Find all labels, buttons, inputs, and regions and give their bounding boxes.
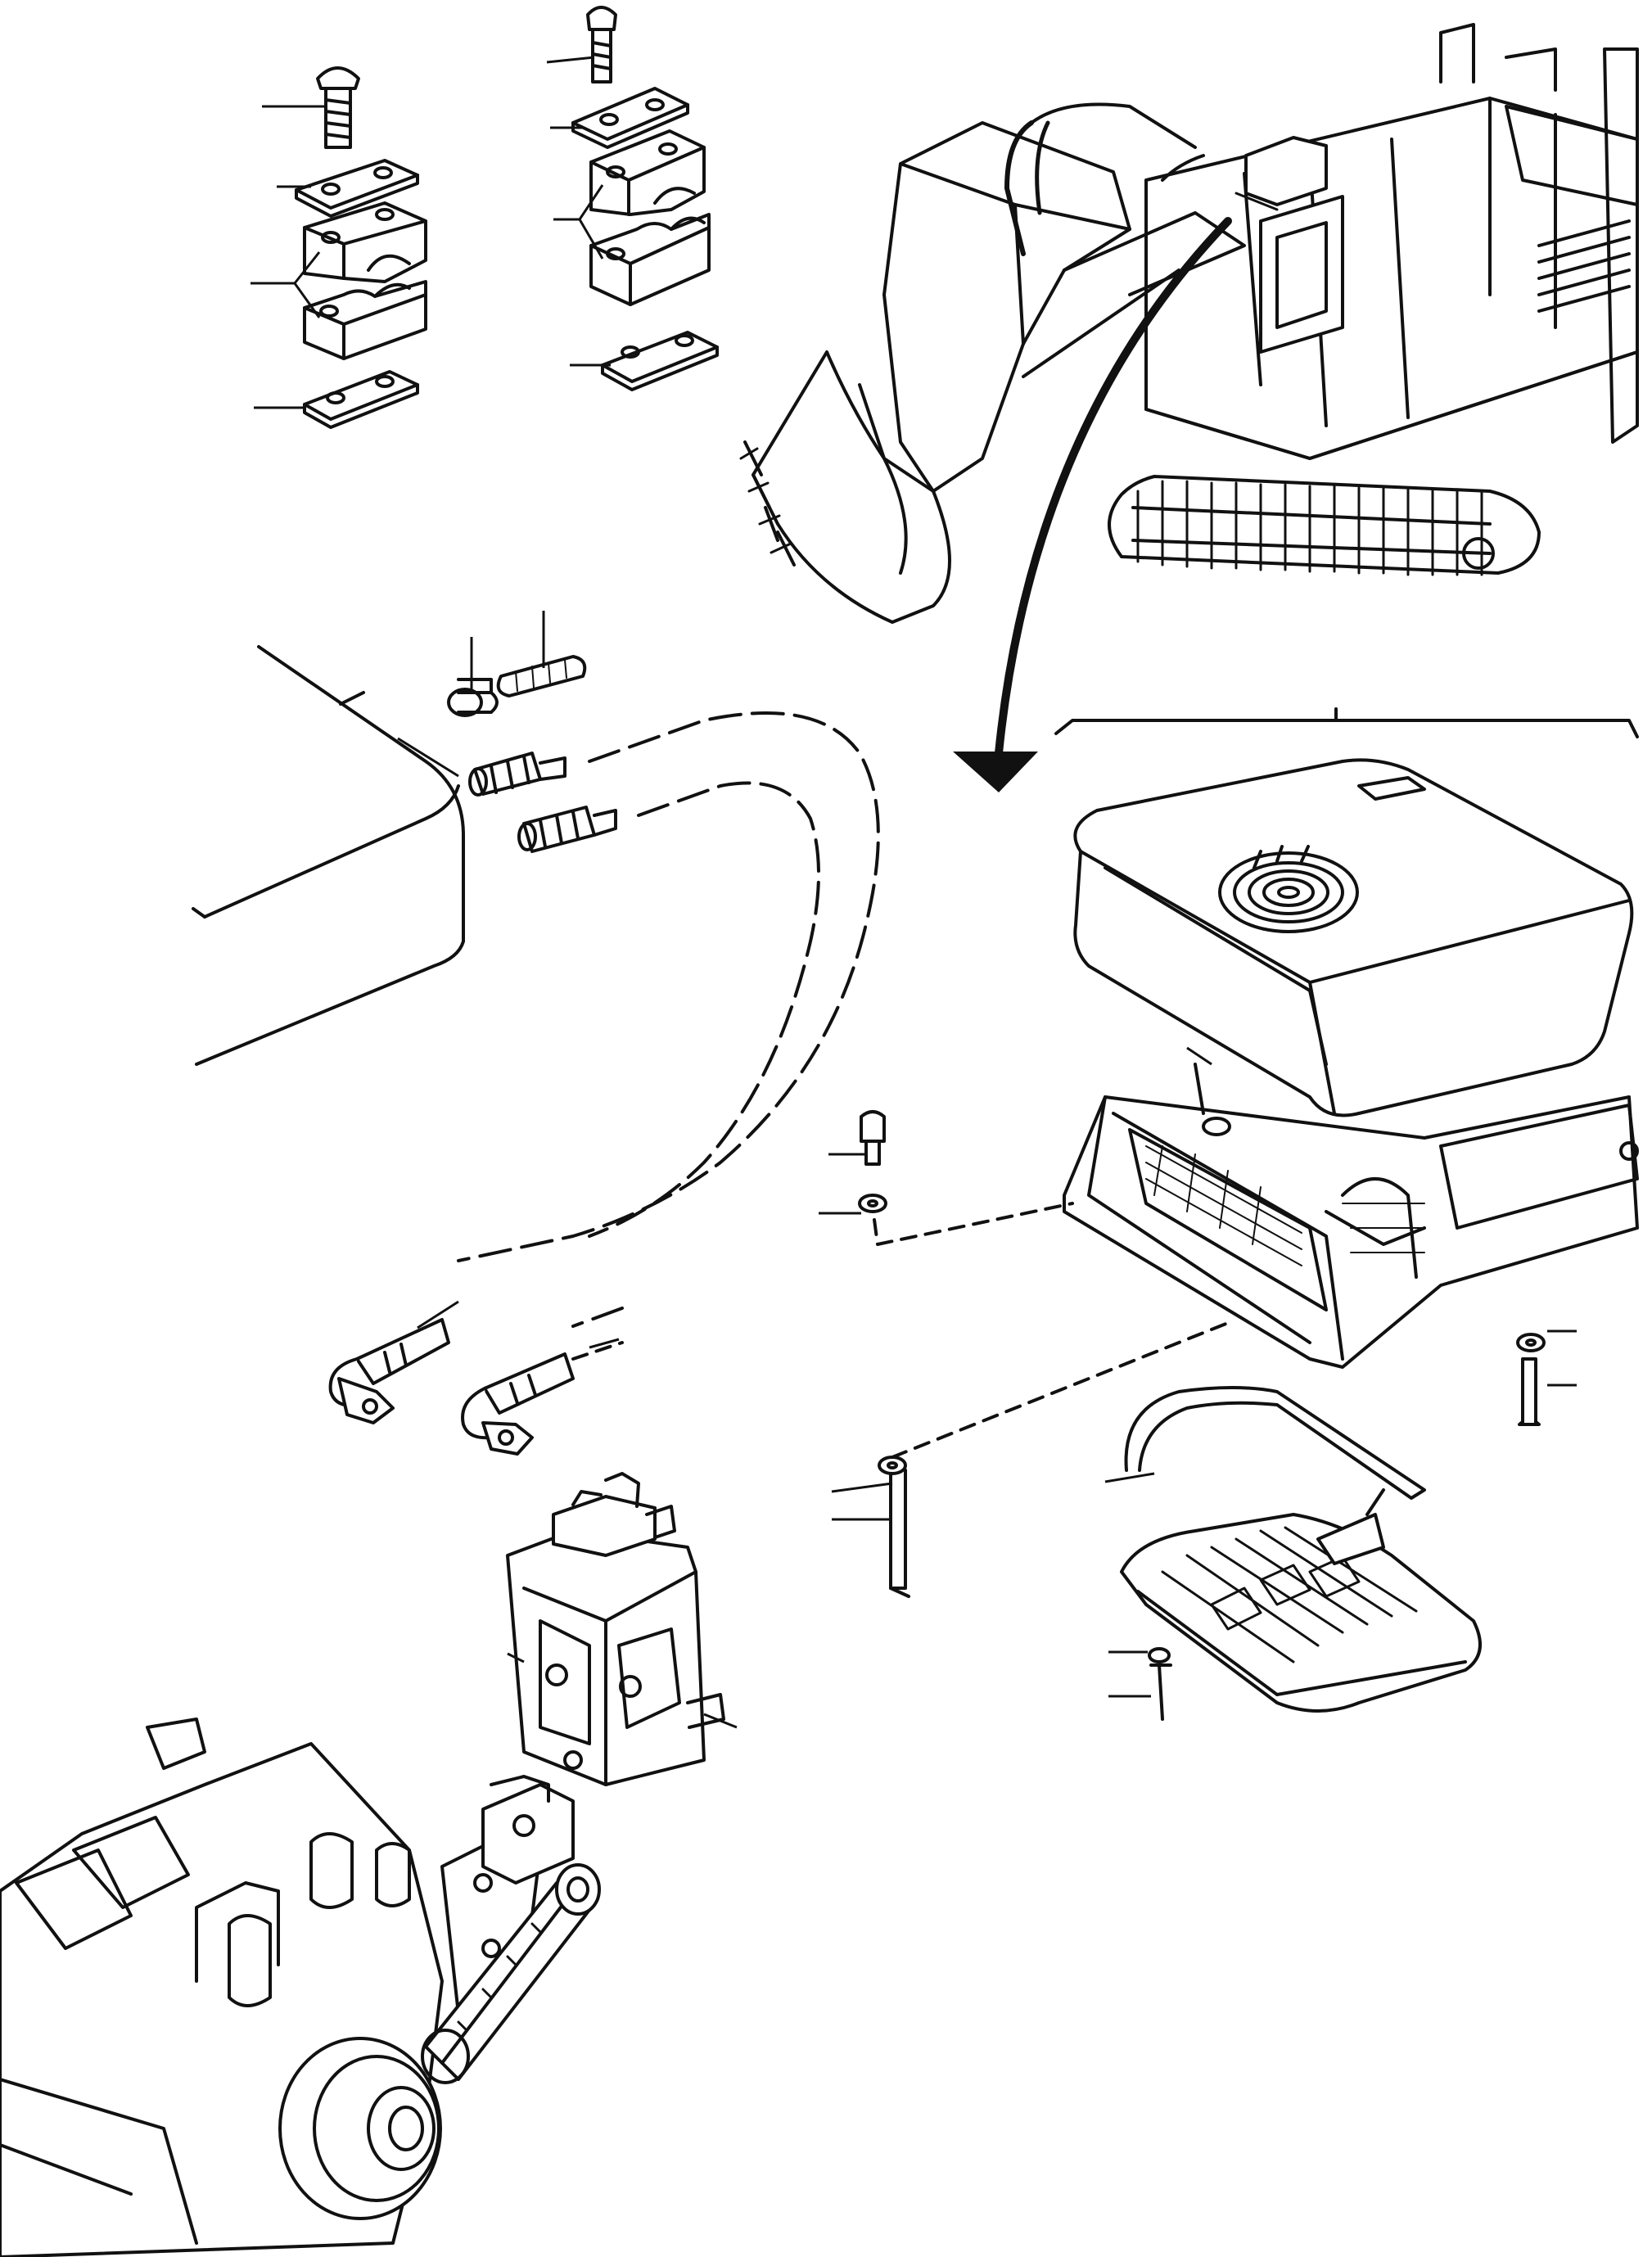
hose-clip — [447, 678, 499, 717]
roof-air-conditioner — [858, 707, 1639, 1721]
protective-sleeve — [496, 655, 587, 697]
crankshaft-pulley — [278, 2037, 442, 2220]
leader-lines-clamp-1 — [251, 105, 326, 409]
bucket — [739, 350, 951, 624]
ac-compressor — [506, 1472, 725, 1786]
compressor-on-engine — [481, 1775, 575, 1885]
excavator-overview — [739, 23, 1639, 624]
leader-lines-hoses — [397, 611, 620, 1349]
locator-arrow — [953, 192, 1279, 792]
seal-gasket — [1124, 1386, 1426, 1500]
mounting-dashed-leads — [873, 1202, 1230, 1459]
clamp-half-lower — [589, 213, 711, 306]
hose-line-b — [571, 781, 820, 1328]
drive-belt — [421, 1863, 601, 2084]
group-bracket — [1054, 707, 1639, 738]
pipe-clamp-assembly-large — [571, 6, 719, 391]
unit-cover — [1073, 758, 1634, 1117]
elbow-fitting-left — [328, 1318, 450, 1424]
leader-lines-compressor — [507, 1652, 738, 1729]
boom — [882, 102, 1246, 493]
mounting-screws — [860, 1110, 1541, 1721]
base-plate — [601, 331, 719, 391]
hex-bolt — [316, 66, 360, 149]
evaporator-grille — [1120, 1488, 1482, 1713]
leader-lines-aircon — [819, 1046, 1577, 1698]
crawler-track — [1108, 475, 1541, 576]
condenser-housing — [1063, 1063, 1639, 1369]
hose-routing — [192, 645, 880, 1456]
fuel-tank-corner — [192, 645, 465, 1066]
base-plate — [303, 370, 419, 429]
pipe-clamp-assembly-small — [295, 66, 427, 429]
elbow-fitting-right — [461, 1341, 624, 1456]
straight-fitting-upper — [468, 752, 566, 797]
cover-plate — [295, 159, 419, 218]
compressor-drive — [0, 1472, 725, 2257]
straight-fitting-lower — [517, 806, 617, 853]
hose-line-a — [457, 711, 880, 1262]
clamp-half-upper — [303, 201, 427, 283]
washers — [858, 1194, 1546, 1663]
cab-module — [1244, 136, 1344, 354]
clamp-half-lower — [303, 280, 427, 360]
leader-lines-clamp-2 — [546, 56, 611, 367]
condenser-fan-grille — [1218, 845, 1359, 933]
clamp-half-upper — [589, 129, 706, 216]
hydraulic-hoses — [1004, 120, 1050, 256]
hex-bolt — [586, 6, 617, 84]
